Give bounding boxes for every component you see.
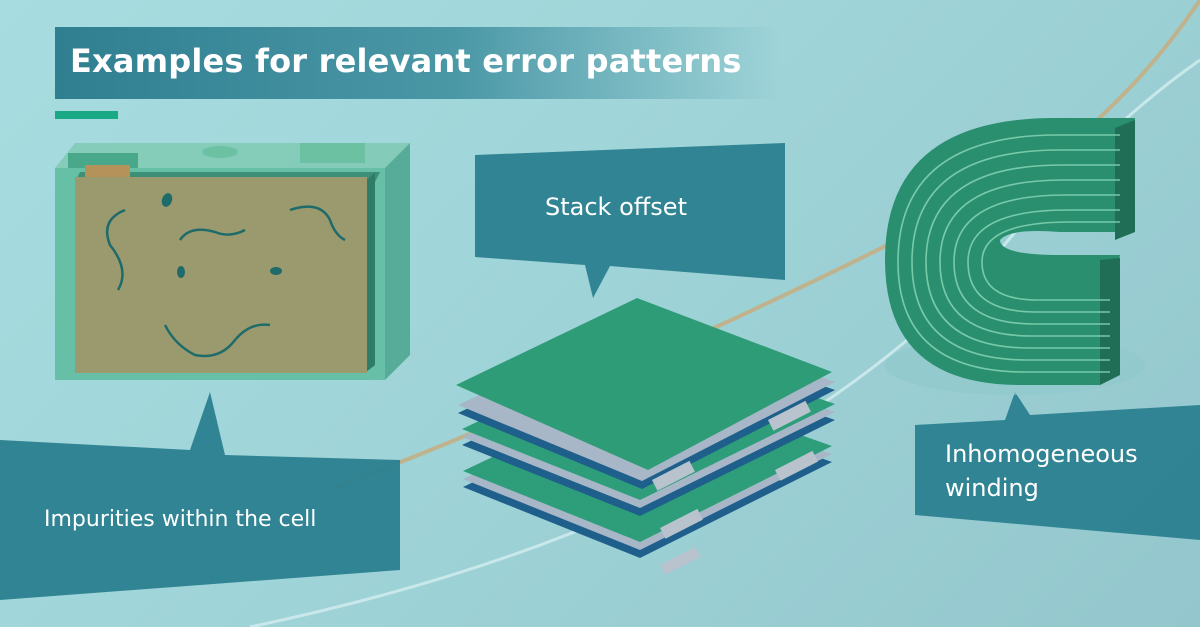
label-impurities: Impurities within the cell	[44, 507, 317, 532]
callout-stack-offset	[475, 143, 785, 298]
callout-inhomogeneous	[915, 392, 1200, 540]
label-inhomogeneous-line1: Inhomogeneous	[945, 440, 1138, 468]
layer-stack	[456, 298, 835, 575]
winding-coil	[885, 118, 1145, 395]
label-inhomogeneous-winding: Inhomogeneous winding	[945, 437, 1138, 505]
page-title: Examples for relevant error patterns	[70, 42, 742, 80]
title-banner	[55, 27, 780, 99]
battery-cell	[55, 143, 410, 380]
label-inhomogeneous-line2: winding	[945, 474, 1039, 502]
callout-impurities	[0, 392, 400, 600]
label-stack-offset: Stack offset	[545, 193, 687, 221]
title-accent-bar	[55, 111, 118, 119]
